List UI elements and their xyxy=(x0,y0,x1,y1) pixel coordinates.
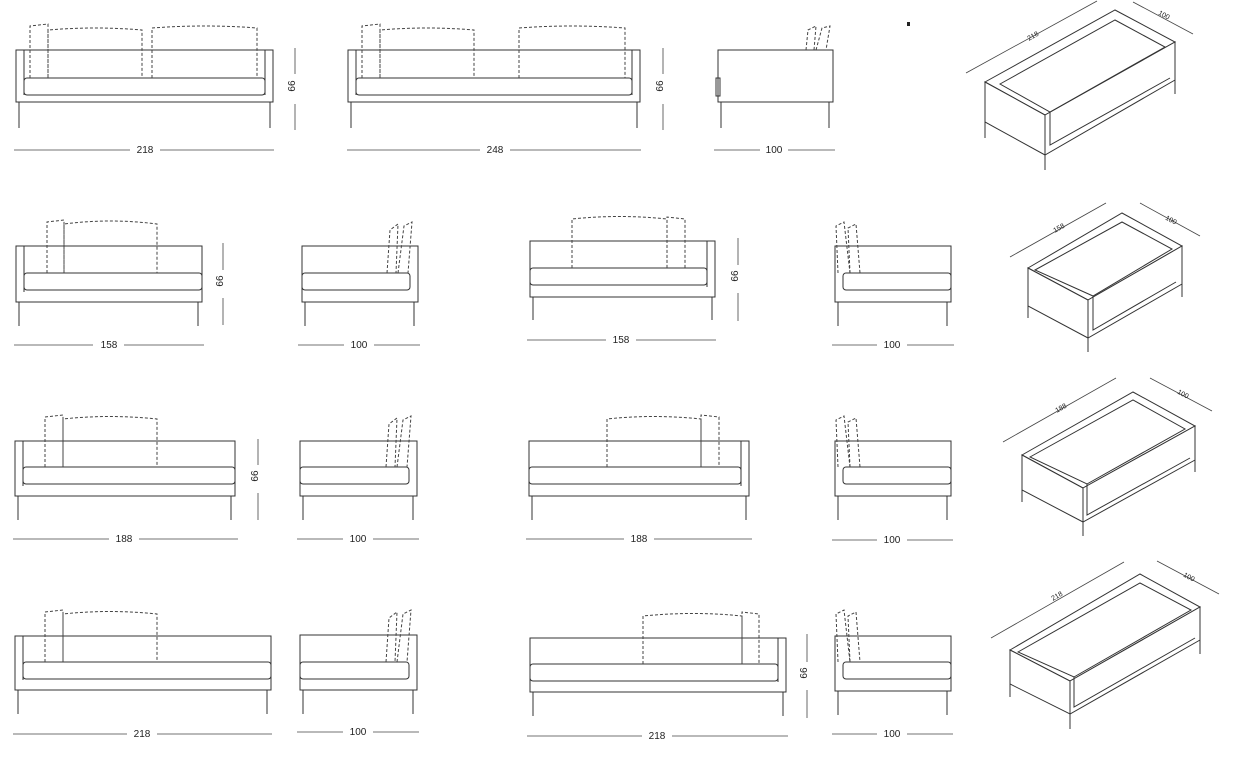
dimension-218-width-row4-right: 218 xyxy=(527,731,788,742)
module-158-iso-view: 158 100 xyxy=(1009,202,1201,352)
module-218-iso-view: 218 100 xyxy=(990,560,1220,729)
dimension-side-depth-row3-right: 100 xyxy=(832,535,953,546)
marker-dot xyxy=(907,22,910,26)
svg-text:100: 100 xyxy=(350,727,367,738)
sofa-218-iso-view: 218 100 xyxy=(965,0,1194,170)
svg-text:188: 188 xyxy=(631,534,648,545)
svg-text:100: 100 xyxy=(350,534,367,545)
svg-text:218: 218 xyxy=(137,145,154,156)
dimension-188-width-right: 188 xyxy=(526,534,752,545)
dimension-side-depth-row4-left: 100 xyxy=(297,727,419,738)
module-side-view-row3-left xyxy=(299,415,418,520)
svg-text:66: 66 xyxy=(730,270,741,282)
module-188-iso-view: 188 100 xyxy=(1002,377,1213,536)
dimension-218-height: 66 xyxy=(287,48,298,130)
module-side-view-row4-left xyxy=(299,609,418,714)
dimension-158-width-left: 158 xyxy=(14,340,204,351)
svg-text:158: 158 xyxy=(613,335,630,346)
module-218-front-right xyxy=(529,611,787,716)
dimension-248-width: 248 xyxy=(347,145,641,156)
svg-text:100: 100 xyxy=(1176,389,1190,401)
dimension-158-height-right: 66 xyxy=(730,238,741,321)
svg-text:100: 100 xyxy=(884,340,901,351)
svg-text:248: 248 xyxy=(487,145,504,156)
svg-text:100: 100 xyxy=(1164,215,1178,227)
module-188-front-right xyxy=(528,414,750,520)
svg-text:188: 188 xyxy=(1054,403,1068,415)
svg-text:100: 100 xyxy=(884,535,901,546)
svg-text:158: 158 xyxy=(1052,223,1066,235)
dimension-158-height-left: 66 xyxy=(215,243,226,325)
dimension-side-depth-row2-right: 100 xyxy=(832,340,954,351)
svg-text:100: 100 xyxy=(1182,572,1196,584)
module-side-view-right xyxy=(834,221,952,326)
dimension-side-depth-row4-right: 100 xyxy=(832,729,953,740)
module-side-view-row3-right xyxy=(834,415,952,520)
module-158-front-right xyxy=(529,216,716,320)
svg-text:66: 66 xyxy=(799,667,810,679)
sofa-248-front-view xyxy=(347,23,641,128)
dimension-side-depth: 100 xyxy=(714,145,835,156)
svg-text:66: 66 xyxy=(655,80,666,92)
dimension-218-width: 218 xyxy=(14,145,274,156)
module-side-view-left xyxy=(301,221,419,326)
dimension-188-height-left: 66 xyxy=(250,439,261,520)
svg-text:66: 66 xyxy=(287,80,298,92)
module-218-front-left xyxy=(14,609,272,714)
sofa-218-front-view xyxy=(15,23,274,128)
dimension-218-height-row4-right: 66 xyxy=(799,634,810,718)
dimension-248-height: 66 xyxy=(655,48,666,130)
dimension-side-depth-row3-left: 100 xyxy=(297,534,419,545)
svg-text:158: 158 xyxy=(101,340,118,351)
svg-text:218: 218 xyxy=(134,729,151,740)
svg-text:218: 218 xyxy=(649,731,666,742)
svg-text:188: 188 xyxy=(116,534,133,545)
sofa-side-view xyxy=(715,25,834,128)
svg-text:100: 100 xyxy=(766,145,783,156)
dimension-218-width-row4-left: 218 xyxy=(13,729,272,740)
svg-text:66: 66 xyxy=(215,275,226,287)
module-188-front-left xyxy=(14,414,236,520)
dimension-188-width-left: 188 xyxy=(13,534,238,545)
svg-text:218: 218 xyxy=(1026,31,1040,43)
module-158-front-left xyxy=(15,219,203,326)
dimension-side-depth-row2-left: 100 xyxy=(298,340,420,351)
svg-text:218: 218 xyxy=(1050,591,1064,603)
svg-text:100: 100 xyxy=(1157,10,1171,22)
dimension-158-width-right: 158 xyxy=(527,335,716,346)
module-side-view-row4-right xyxy=(834,609,952,715)
svg-text:100: 100 xyxy=(884,729,901,740)
svg-text:100: 100 xyxy=(351,340,368,351)
svg-text:66: 66 xyxy=(250,470,261,482)
